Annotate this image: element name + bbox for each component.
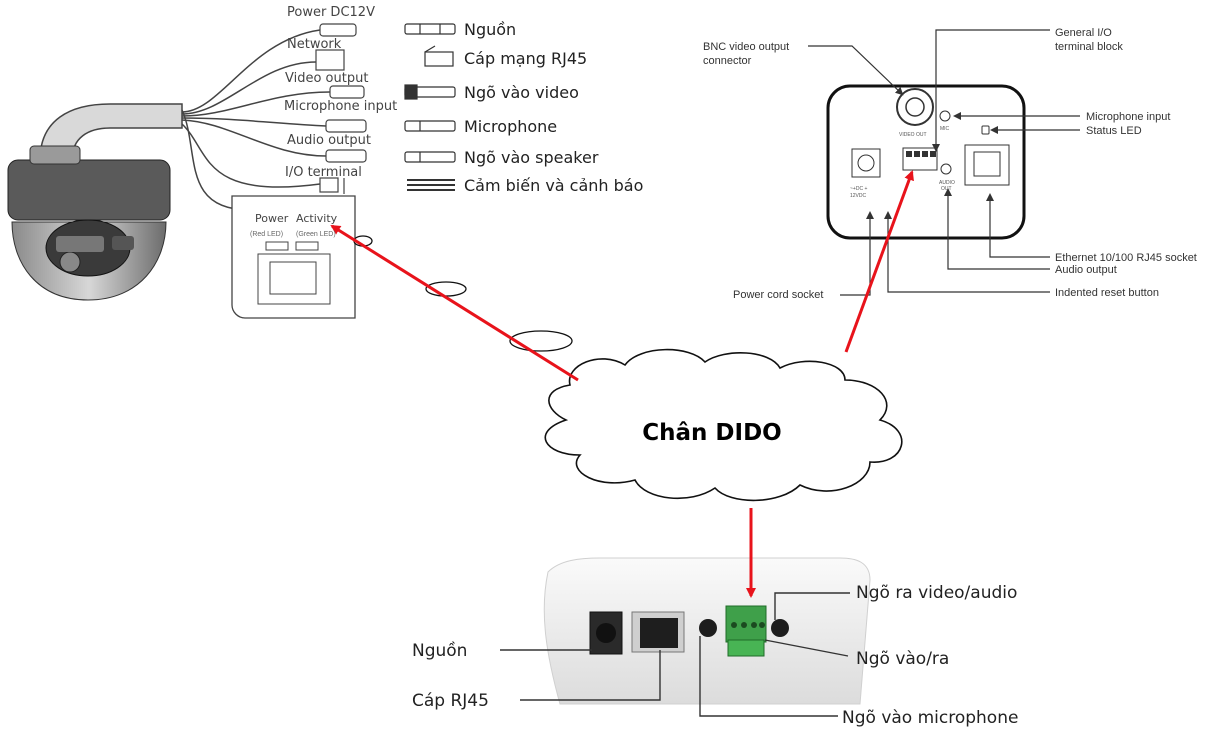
audio-label: Audio output (1055, 264, 1117, 276)
audio-out-mark-2: OUT (941, 186, 952, 192)
mic-mark: MIC (940, 126, 950, 132)
panel-activity-label: Activity (296, 212, 338, 225)
panel-power-sub: (Red LED) (250, 231, 283, 238)
bnc-label: BNC video output (703, 41, 789, 53)
cable-desc: Microphone (464, 117, 557, 136)
gio-label-2: terminal block (1055, 41, 1123, 53)
dome-cable-connectors (315, 23, 367, 194)
label-nguon: Nguồn (412, 640, 467, 661)
cable-desc: Ngõ vào speaker (464, 148, 599, 167)
connector-icons (404, 23, 456, 191)
box-camera-rear (826, 84, 1026, 240)
dome-base-panel (231, 195, 356, 319)
dome-cables (181, 29, 331, 211)
bottom-device (543, 557, 871, 705)
mic-label: Microphone input (1086, 111, 1170, 123)
cable-desc: Cáp mạng RJ45 (464, 49, 587, 68)
dome-camera (7, 103, 183, 301)
bubble-trail (353, 235, 573, 352)
bottom-device-leaders (500, 592, 850, 717)
panel-power-label: Power (255, 212, 289, 225)
cable-label: Network (287, 37, 342, 52)
cable-label: Audio output (287, 133, 371, 148)
cable-label: Video output (285, 71, 368, 86)
audio-out-mark: AUDIO (939, 180, 955, 186)
power-label: Power cord socket (733, 289, 823, 301)
gio-label: General I/O (1055, 27, 1112, 39)
led-label: Status LED (1086, 125, 1142, 137)
panel-activity-sub: (Green LED) (296, 231, 336, 238)
label-rj45: Cáp RJ45 (412, 691, 489, 711)
cable-label: Microphone input (284, 99, 397, 114)
bnc-label-2: connector (703, 55, 752, 67)
dc-mark-2: 12VDC (850, 193, 867, 199)
video-out-mark: VIDEO OUT (899, 132, 927, 138)
cable-label: I/O terminal (285, 165, 362, 180)
label-vao-ra: Ngõ vào/ra (856, 649, 949, 669)
cable-label: Power DC12V (287, 5, 375, 20)
label-video-audio: Ngõ ra video/audio (856, 583, 1017, 603)
cloud-text: Chân DIDO (642, 420, 781, 446)
red-arrows (330, 170, 914, 598)
cable-desc: Cảm biến và cảnh báo (464, 176, 643, 195)
eth-label: Ethernet 10/100 RJ45 socket (1055, 252, 1197, 264)
reset-label: Indented reset button (1055, 287, 1159, 299)
dc-mark: ~+DC + (850, 186, 867, 192)
cable-desc: Nguồn (464, 20, 516, 39)
cable-desc: Ngõ vào video (464, 83, 579, 102)
label-mic: Ngõ vào microphone (842, 708, 1018, 728)
cloud-shape (544, 348, 903, 502)
